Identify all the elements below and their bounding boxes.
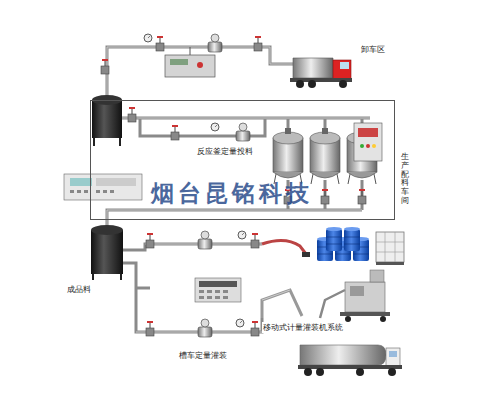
tank-label: 成品料 — [66, 284, 92, 295]
area-label: 卸车区 — [360, 44, 386, 55]
region-title: 生产配料车间 — [401, 153, 409, 206]
section-label: 反应釜定量投料 — [196, 146, 254, 157]
section-label: 槽车定量灌装 — [178, 350, 228, 361]
watermark: 烟台昆铭科技 — [150, 178, 314, 209]
system-label: 移动式计量灌装机系统 — [262, 322, 344, 333]
